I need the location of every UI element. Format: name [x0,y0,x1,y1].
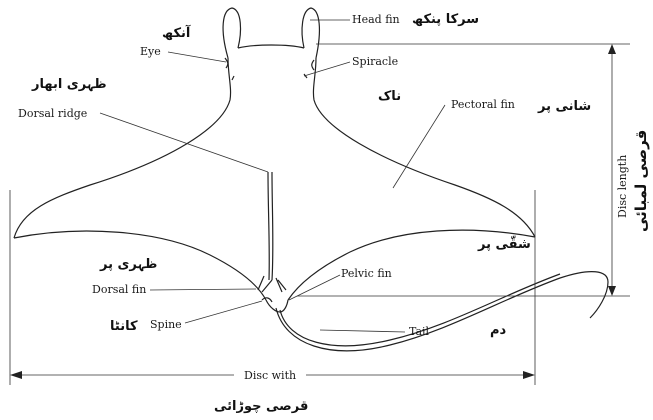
label-disc-width: Disc with [244,369,296,382]
label-tail: Tail [409,325,430,338]
urdu-label-eye: آنکھ [162,24,191,41]
label-disc-length: Disc length [616,155,629,218]
tail-curve [275,271,609,352]
urdu-label-dorsal-fin: ظہری پر [99,257,157,272]
urdu-label-nose: ناک [378,89,401,104]
label-spiracle: Spiracle [352,55,398,68]
urdu-label-spine: کانٹا [110,319,138,334]
urdu-label-pectoral-fin: شانی پر [537,99,591,114]
eye-mark-right [311,59,315,71]
urdu-label-dorsal-ridge: ظہری ابھار [31,77,107,92]
spiracle-mark-right [303,73,308,79]
eye-mark [224,57,229,69]
label-spine: Spine [150,318,182,331]
spiracle-mark [231,75,235,81]
label-pectoral-fin: Pectoral fin [451,98,515,111]
urdu-label-tail: دم [490,323,507,338]
dorsal-ridge-line [267,171,270,281]
label-dorsal-ridge: Dorsal ridge [18,107,87,120]
urdu-label-pelvic-fin: شقّی پر [477,235,531,252]
label-head-fin: Head fin [352,13,400,26]
manta-body-outline [13,7,536,313]
label-pelvic-fin: Pelvic fin [341,267,392,280]
urdu-label-disc-width: قرصی چوڑائی [214,399,308,414]
urdu-label-head-fin: سرکا پنکھ [412,12,479,27]
label-eye: Eye [140,45,161,58]
label-dorsal-fin: Dorsal fin [92,283,146,296]
urdu-label-disc-length: قرصی لمبائی [632,130,650,232]
